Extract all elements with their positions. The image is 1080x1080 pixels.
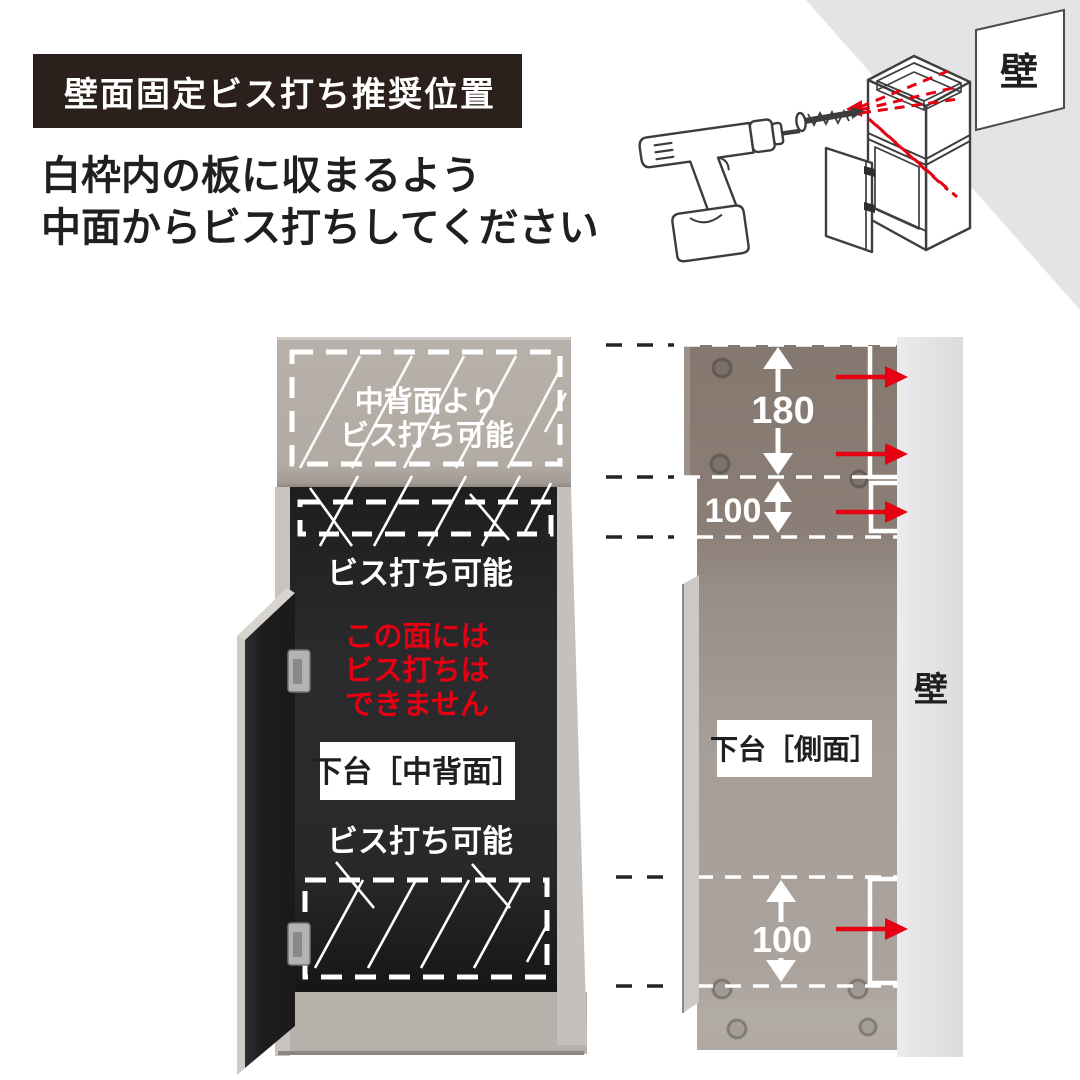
dim-180: 180 — [751, 390, 814, 432]
intro-line-1: 白枠内の板に収まるよう — [41, 154, 481, 198]
screw-holes — [709, 357, 878, 1040]
side-name-label: 下台［側面］ — [710, 733, 878, 765]
level-dash-lines — [684, 343, 897, 988]
warning-line2: ビス打ちは — [344, 654, 489, 687]
dim-100-bottom: 100 — [752, 919, 812, 960]
dim-100-mid: 100 — [705, 492, 762, 530]
screw-direction-arrows — [836, 366, 908, 940]
front-right-frame — [557, 487, 587, 1045]
warning-line1: この面には — [344, 621, 489, 653]
front-name-label: 下台［中背面］ — [312, 755, 522, 789]
wall-sign — [975, 8, 1065, 132]
wall-strip-label: 壁 — [914, 671, 948, 709]
front-open-door — [237, 588, 295, 1075]
lower-ok-label: ビス打ち可能 — [327, 824, 513, 859]
reference-dash-lines — [606, 343, 676, 988]
top-zone-label-line2: ビス打ち可能 — [340, 419, 514, 452]
dimension-arrows — [763, 347, 796, 982]
page-title-box: 壁面固定ビス打ち推奨位置 — [33, 54, 522, 128]
screw-icon — [795, 107, 864, 133]
hinge-icon — [287, 649, 311, 693]
cabinet-line-art — [824, 54, 972, 254]
front-name-label-box — [320, 742, 515, 800]
installation-illustration: 壁 — [638, 0, 1080, 310]
hinge-icon — [864, 166, 875, 177]
hatch-lines-top — [298, 355, 568, 469]
hinge-icon — [864, 202, 875, 213]
front-back-panel — [290, 487, 557, 992]
front-plinth — [290, 992, 587, 1054]
wall-strip — [897, 337, 963, 1057]
intro-line-2: 中面からビス打ちしてください — [41, 206, 599, 250]
side-name-label-box — [717, 720, 872, 777]
warning-line3: できません — [345, 689, 489, 721]
upper-ok-label: ビス打ち可能 — [327, 556, 513, 591]
cabinet-side-face — [924, 80, 972, 252]
side-panel — [684, 345, 897, 1050]
front-view: 中背面より ビス打ち可能 ビス打ち可能 この面には ビス打ちは できません 下台… — [237, 337, 587, 1075]
hatch-lines-bottom — [313, 861, 549, 969]
page-title: 壁面固定ビス打ち推奨位置 — [64, 75, 496, 114]
wall-sign-label: 壁 — [1000, 52, 1038, 94]
screw-trajectory-lines — [859, 67, 959, 199]
cabinet-top-face — [866, 54, 972, 108]
top-zone-label-line1: 中背面より — [355, 385, 499, 418]
screw-zone-top-outline — [289, 349, 563, 467]
side-view: 180 100 100 下台［側面］ 壁 — [606, 337, 963, 1057]
drill-icon — [638, 107, 864, 263]
side-door-edge — [682, 575, 699, 1013]
cabinet-open-door — [824, 146, 874, 254]
hinge-icon — [287, 922, 311, 966]
intro-text: 白枠内の板に収まるよう 中面からビス打ちしてください — [41, 150, 599, 254]
screw-zone-upper-outline — [297, 499, 554, 537]
